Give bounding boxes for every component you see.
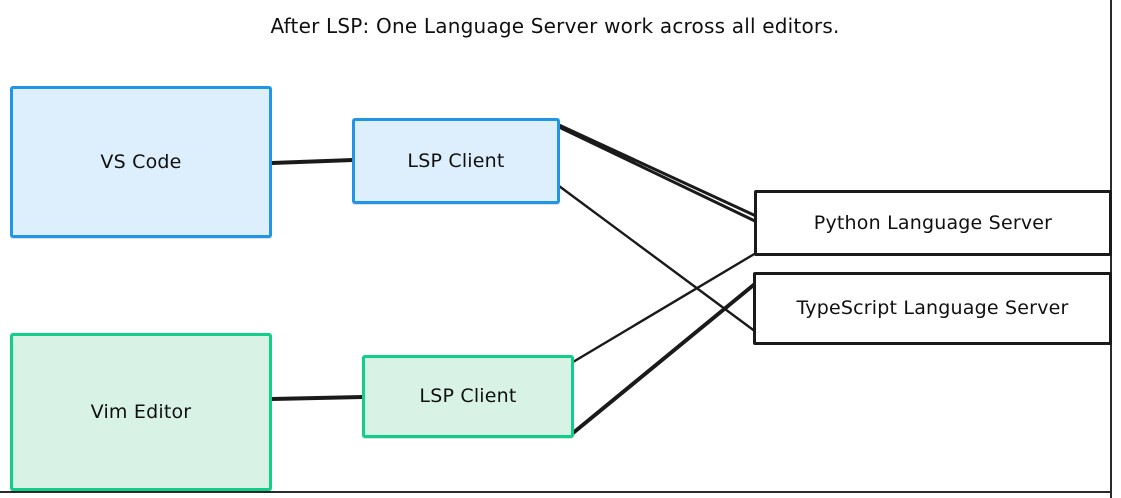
node-label-python-language-server: Python Language Server [813,211,1053,234]
edge-lsp-client-vscode-to-python-server-b [559,126,759,224]
node-typescript-language-server[interactable]: TypeScript Language Server [753,272,1112,345]
node-lsp-client-vim[interactable]: LSP Client [362,355,574,438]
node-vs-code[interactable]: VS Code [10,86,272,238]
edge-lsp-client-vim-to-typescript-server [571,281,758,435]
node-label-lsp-client-vim: LSP Client [419,385,517,408]
node-label-lsp-client-vscode: LSP Client [407,149,505,172]
node-label-vim-editor: Vim Editor [90,400,192,423]
node-vim-editor[interactable]: Vim Editor [10,333,272,491]
node-label-typescript-language-server: TypeScript Language Server [796,297,1069,320]
edge-lsp-client-vim-to-python-server [571,251,758,364]
node-label-vs-code: VS Code [100,150,182,173]
node-python-language-server[interactable]: Python Language Server [754,190,1112,256]
canvas-bottom-border [0,491,1111,493]
node-lsp-client-vscode[interactable]: LSP Client [352,118,560,204]
edge-vim-to-lsp-client [270,395,365,401]
diagram-title: After LSP: One Language Server work acro… [270,14,840,38]
edge-lsp-client-vscode-to-python-server [557,123,758,218]
edge-vscode-to-lsp-client [270,158,355,165]
